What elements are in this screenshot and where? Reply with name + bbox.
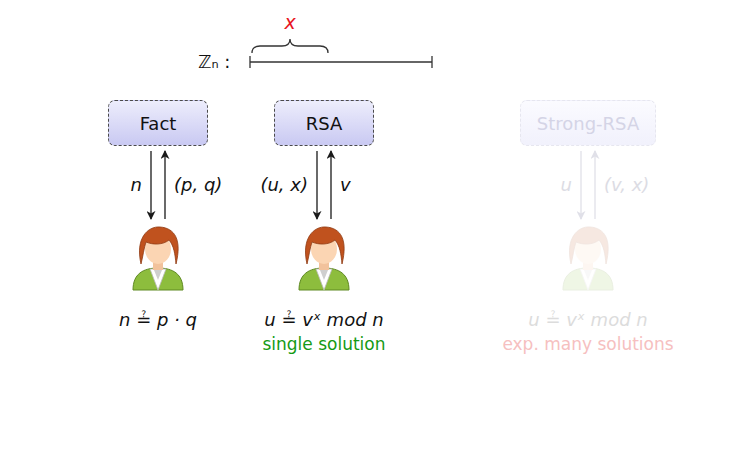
x-brace <box>252 39 328 53</box>
oracle-box: Strong-RSA <box>520 100 656 146</box>
message-arrow <box>330 151 331 219</box>
figure-space <box>48 224 268 308</box>
message-label: (u, x) <box>260 174 308 196</box>
set-label: ℤₙ : <box>198 50 230 74</box>
message-arrow <box>150 151 151 219</box>
message-label: n <box>131 174 142 196</box>
check-equation: n ≟ p · q <box>48 308 268 332</box>
message-label: (p, q) <box>174 174 222 196</box>
zn-range-line <box>250 56 432 68</box>
figure-space <box>478 224 698 308</box>
figure-space <box>214 224 434 308</box>
message-arrow <box>316 151 317 219</box>
person-icon <box>133 227 183 290</box>
brace-label: x <box>284 10 295 34</box>
party-figure: n ≟ p · q <box>48 224 268 332</box>
box-title: Strong-RSA <box>537 113 639 134</box>
message-arrow <box>580 151 581 219</box>
person-icon <box>299 227 349 290</box>
message-label: u <box>561 174 572 196</box>
party-figure: u ≟ vˣ mod nsingle solution <box>214 224 434 356</box>
message-label: v <box>340 174 351 196</box>
message-arrow <box>594 151 595 219</box>
box-title: Fact <box>140 113 177 134</box>
oracle-box: RSA <box>274 100 374 146</box>
oracle-box: Fact <box>108 100 208 146</box>
solution-note: single solution <box>214 332 434 356</box>
message-label: (v, x) <box>604 174 649 196</box>
person-icon <box>563 227 613 290</box>
box-title: RSA <box>306 113 343 134</box>
party-figure: u ≟ vˣ mod nexp. many solutions <box>478 224 698 356</box>
message-arrow <box>164 151 165 219</box>
solution-note: exp. many solutions <box>478 332 698 356</box>
check-equation: u ≟ vˣ mod n <box>214 308 434 332</box>
check-equation: u ≟ vˣ mod n <box>478 308 698 332</box>
